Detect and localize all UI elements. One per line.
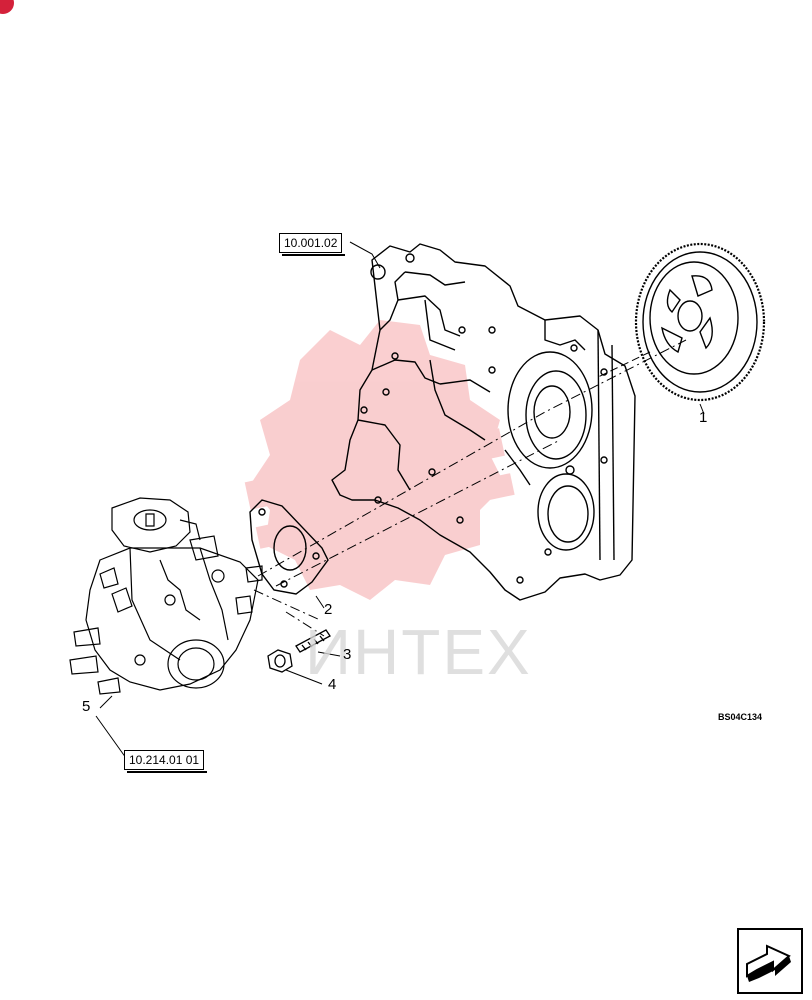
- callout-item-3: 3: [343, 646, 352, 663]
- injection-pump: [69, 497, 263, 695]
- red-circle-mark-icon: [0, 0, 14, 14]
- nut: [267, 649, 293, 673]
- stud: [295, 629, 331, 653]
- watermark-text: ИНТЕХ: [305, 616, 532, 688]
- callout-item-1: 1: [699, 409, 708, 426]
- callout-item-2: 2: [324, 601, 333, 618]
- drive-gear: [634, 242, 766, 402]
- arrow-next-icon[interactable]: [737, 928, 803, 994]
- drawing-code: BS04C134: [718, 712, 763, 722]
- arrow-next-glyph: [746, 944, 791, 982]
- callout-item-4: 4: [328, 676, 337, 693]
- watermark-logo: [244, 320, 515, 600]
- injection-pump-reference[interactable]: 10.214.01 01: [124, 750, 208, 773]
- leader-lines: [95, 241, 705, 759]
- gear-alignment-line: [595, 351, 651, 379]
- callout-item-5: 5: [82, 698, 91, 715]
- timing-cover-reference[interactable]: 10.001.02: [279, 233, 346, 256]
- alignment-lines: [253, 339, 687, 637]
